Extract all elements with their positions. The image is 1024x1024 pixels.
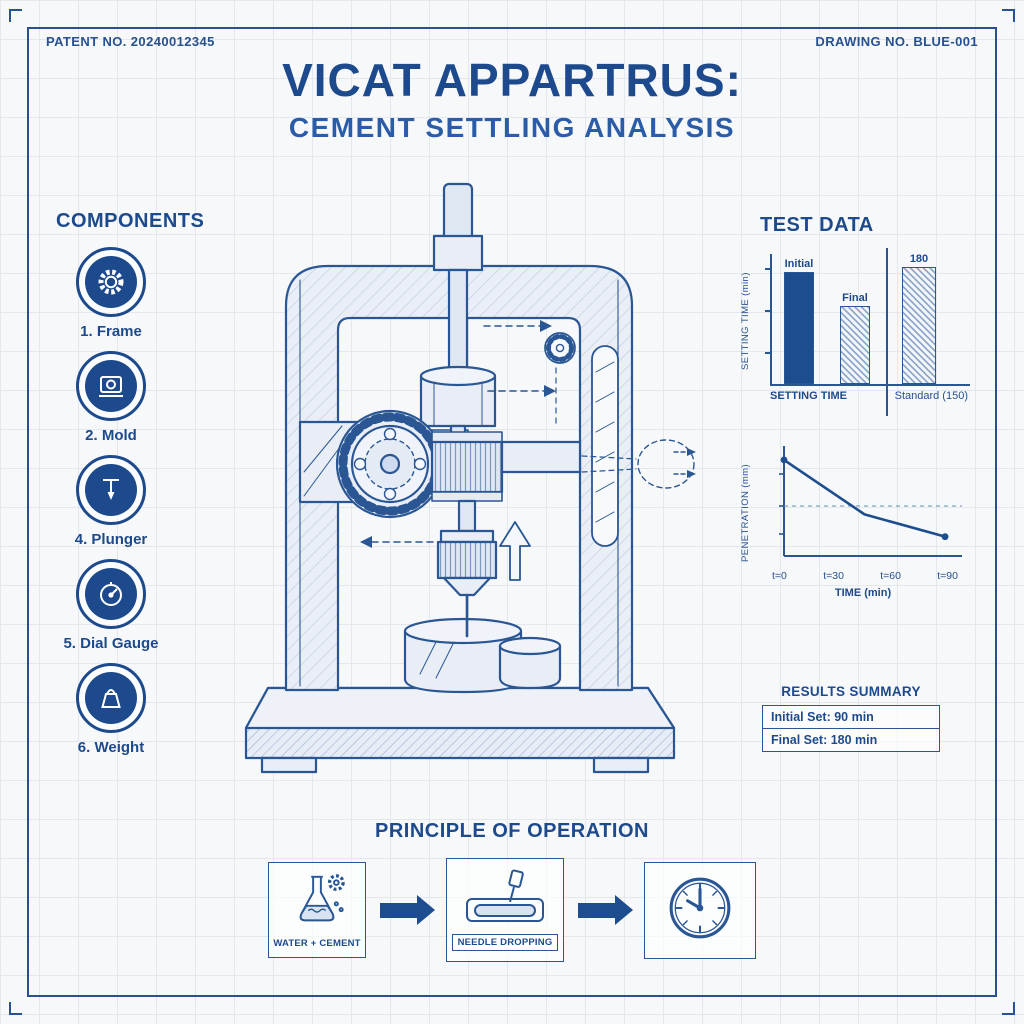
line-chart-plot — [779, 446, 962, 557]
apparatus-base — [244, 686, 676, 774]
data-point — [780, 456, 788, 464]
arrow-right-icon — [380, 894, 435, 925]
results-row: Initial Set: 90 min — [771, 710, 874, 724]
bar-final — [840, 306, 870, 384]
bar-initial — [784, 272, 814, 384]
plunger-assembly — [436, 499, 498, 597]
x-tick: t=0 — [772, 570, 787, 582]
corner-mark — [9, 1002, 22, 1015]
component-label: 6. Weight — [77, 739, 145, 756]
step-label: NEEDLE DROPPING — [451, 934, 559, 951]
bar-chart-y-label: SETTING TIME (min) — [740, 272, 751, 370]
corner-mark — [9, 9, 22, 22]
upper-cylinder — [419, 365, 497, 440]
x-tick: t=60 — [880, 570, 901, 582]
page-title: VICAT APPARTRUS: — [282, 54, 742, 106]
weight-icon — [76, 663, 146, 733]
apparatus-drawing-area — [238, 176, 698, 801]
components-panel: COMPONENTS 1. Frame 2. Mold 4. Plunger — [36, 210, 205, 767]
annotation-arrows — [360, 320, 696, 581]
bar-group-label: SETTING TIME — [770, 390, 847, 402]
components-heading: COMPONENTS — [56, 210, 205, 232]
component-label: 5. Dial Gauge — [63, 635, 159, 652]
floating-gear-icon — [544, 332, 576, 364]
knurled-drum-gear — [430, 431, 504, 502]
step-needle-dropping: NEEDLE DROPPING — [446, 858, 564, 962]
penetration-line-chart: PENETRATION (mm) t=0 t=30 t=60 t=90 TIME… — [736, 440, 986, 620]
x-tick: t=30 — [823, 570, 844, 582]
dashed-detail-ellipse — [637, 439, 695, 489]
line-chart-y-label: PENETRATION (mm) — [740, 463, 751, 563]
drawing-number: DRAWING NO. BLUE-001 — [815, 34, 978, 49]
line-chart-x-label: TIME (min) — [834, 587, 892, 599]
bar-chart-divider — [886, 248, 888, 416]
results-heading: RESULTS SUMMARY — [781, 684, 921, 699]
spindle-assembly — [432, 182, 484, 382]
plunger-icon — [76, 455, 146, 525]
component-label: 2. Mold — [85, 427, 137, 444]
principle-heading: PRINCIPLE OF OPERATION — [375, 820, 649, 842]
test-data-heading: TEST DATA — [760, 214, 874, 236]
step-water-cement: WATER + CEMENT — [268, 862, 366, 958]
clock-icon — [666, 874, 734, 947]
bar-chart-plot: Initial Final 180 — [765, 248, 970, 416]
corner-mark — [1002, 9, 1015, 22]
data-point — [941, 533, 949, 541]
corner-mark — [1002, 1002, 1015, 1015]
bar-chart-x-labels: SETTING TIME Standard (150) — [770, 390, 968, 402]
bar-value-label: Initial — [784, 258, 814, 270]
bar-group-standard: 180 — [902, 253, 936, 384]
component-label: 4. Plunger — [74, 531, 148, 548]
bar-group-initial: Initial — [784, 258, 814, 384]
up-arrow — [499, 521, 531, 581]
axis-tick — [765, 268, 772, 270]
axis-tick — [765, 352, 772, 354]
results-table: Initial Set: 90 min Final Set: 180 min — [762, 705, 940, 752]
component-item-dial-gauge: 5. Dial Gauge — [36, 559, 186, 652]
component-item-weight: 6. Weight — [36, 663, 186, 756]
bar-group-label: Standard (150) — [894, 390, 968, 402]
x-tick: t=90 — [937, 570, 958, 582]
penetration-curve — [783, 458, 946, 538]
axis-tick — [765, 310, 772, 312]
bar-value-label: Final — [842, 292, 868, 304]
title-block: VICAT APPARTRUS: CEMENT SETTLING ANALYSI… — [0, 56, 1024, 144]
principle-steps: WATER + CEMENT NEEDLE DROPPING — [232, 858, 792, 962]
scale-slot — [591, 345, 619, 547]
patent-number: PATENT NO. 20240012345 — [46, 34, 215, 49]
flask-icon — [285, 871, 349, 934]
arrow-right-icon — [578, 894, 633, 925]
bar-value-label: 180 — [909, 253, 929, 265]
vicat-apparatus-drawing — [244, 182, 696, 774]
dial-gauge-icon — [76, 559, 146, 629]
gear-icon — [76, 247, 146, 317]
component-item-frame: 1. Frame — [36, 247, 186, 340]
bar-standard — [902, 267, 936, 384]
component-item-mold: 2. Mold — [36, 351, 186, 444]
results-row: Final Set: 180 min — [763, 728, 939, 751]
main-gear — [335, 409, 445, 519]
mold — [403, 617, 562, 694]
mold-icon — [76, 351, 146, 421]
page-subtitle: CEMENT SETTLING ANALYSIS — [288, 112, 736, 144]
bar-group-final: Final — [840, 292, 870, 384]
component-label: 1. Frame — [80, 323, 142, 340]
results-summary: RESULTS SUMMARY Initial Set: 90 min Fina… — [762, 684, 940, 752]
apparatus-frame — [284, 264, 634, 692]
setting-time-bar-chart: SETTING TIME (min) Initial Final 180 SET… — [736, 248, 986, 434]
component-item-plunger: 4. Plunger — [36, 455, 186, 548]
needle-dropping-icon — [457, 869, 553, 930]
step-timing — [644, 861, 756, 959]
step-label: WATER + CEMENT — [273, 938, 361, 949]
line-chart-x-ticks: t=0 t=30 t=60 t=90 — [772, 570, 958, 582]
